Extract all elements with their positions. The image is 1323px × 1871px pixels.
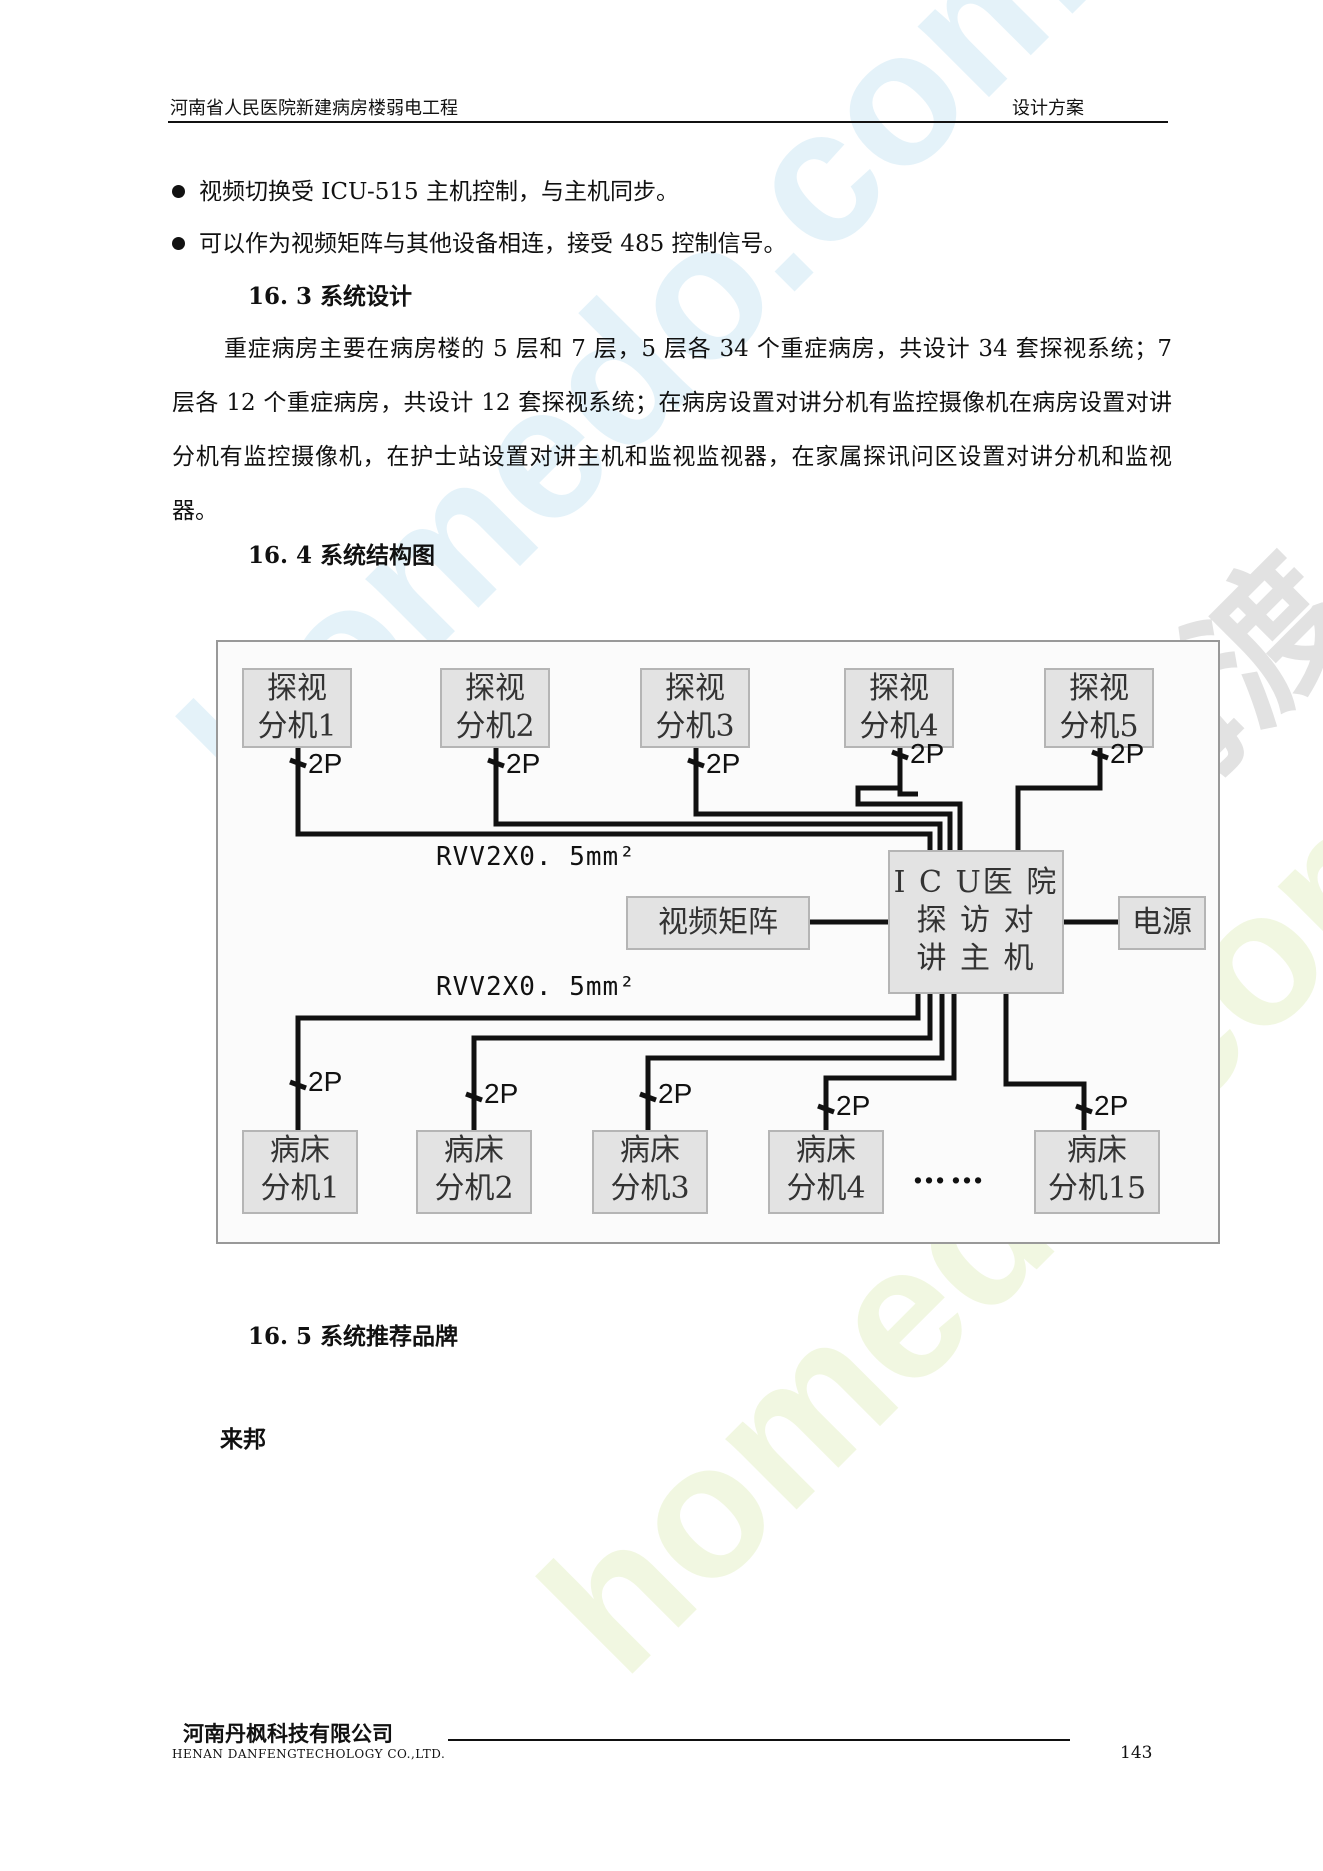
- footer-company-en: HENAN DANFENGTECHOLOGY CO.,LTD.: [172, 1747, 446, 1761]
- power-box: 电源: [1118, 896, 1206, 950]
- bullet-text: 可以作为视频矩阵与其他设备相连，接受 485 控制信号。: [199, 231, 787, 257]
- bullet-dot-icon: [172, 184, 185, 198]
- wire-label: 2P: [706, 748, 741, 779]
- footer-company: 河南丹枫科技有限公司: [183, 1722, 393, 1746]
- ellipsis: ……: [912, 1152, 988, 1192]
- wire-label: 2P: [308, 1066, 343, 1097]
- visit-unit-box: 探视分机2: [440, 668, 550, 748]
- bed-unit-box: 病床分机4: [768, 1130, 884, 1214]
- heading-brand: 16. 5 系统推荐品牌: [248, 1323, 459, 1350]
- wire-bed-15: [1003, 988, 1087, 1134]
- system-structure-diagram: 探视分机1 探视分机2 探视分机3 探视分机4 探视分机5 2P 2P 2P 2…: [216, 640, 1220, 1244]
- wire-visit-1: [295, 742, 933, 856]
- footer-divider: [448, 1739, 1070, 1741]
- cable-spec-bottom: RVV2X0. 5mm²: [436, 972, 636, 1002]
- bullet-dot-icon: [172, 236, 185, 250]
- visit-unit-box: 探视分机1: [242, 668, 352, 748]
- wire-label: 2P: [484, 1078, 519, 1109]
- bullet-item: 视频切换受 ICU-515 主机控制，与主机同步。: [172, 172, 679, 206]
- diagram-wires: [289, 742, 1118, 1134]
- visit-unit-box: 探视分机3: [640, 668, 750, 748]
- bed-unit-box: 病床分机3: [592, 1130, 708, 1214]
- wire-visit-3: [693, 742, 953, 856]
- wire-visit-4: [855, 742, 963, 856]
- heading-structure: 16. 4 系统结构图: [248, 542, 436, 569]
- header-section: 设计方案: [1012, 98, 1084, 119]
- brand-name: 来邦: [220, 1426, 266, 1453]
- bed-unit-box: 病床分机15: [1034, 1130, 1160, 1214]
- bullet-item: 可以作为视频矩阵与其他设备相连，接受 485 控制信号。: [172, 224, 787, 258]
- wire-bed-4: [823, 988, 957, 1134]
- wire-label: 2P: [308, 748, 343, 779]
- header-title: 河南省人民医院新建病房楼弱电工程: [170, 98, 458, 119]
- wire-label: 2P: [836, 1090, 871, 1121]
- bullet-text: 视频切换受 ICU-515 主机控制，与主机同步。: [199, 179, 679, 205]
- visit-unit-box: 探视分机5: [1044, 668, 1154, 748]
- wire-visit-5: [1015, 742, 1103, 856]
- wire-visit-4b: [897, 742, 918, 797]
- page-number: 143: [1120, 1743, 1153, 1763]
- wire-visit-2: [493, 742, 943, 856]
- icu-host-box: I C U医 院探 访 对讲 主 机: [888, 850, 1064, 994]
- wire-label: 2P: [658, 1078, 693, 1109]
- wire-label: 2P: [1094, 1090, 1129, 1121]
- visit-unit-box: 探视分机4: [844, 668, 954, 748]
- heading-system-design: 16. 3 系统设计: [248, 283, 413, 310]
- header-divider: [168, 121, 1168, 123]
- video-matrix-box: 视频矩阵: [626, 896, 810, 950]
- wire-bed-3: [645, 988, 945, 1134]
- bed-unit-box: 病床分机2: [416, 1130, 532, 1214]
- cable-spec-top: RVV2X0. 5mm²: [436, 842, 636, 872]
- wire-bed-1: [295, 988, 921, 1134]
- wire-label: 2P: [910, 738, 945, 769]
- body-paragraph: 重症病房主要在病房楼的 5 层和 7 层，5 层各 34 个重症病房，共设计 3…: [172, 336, 1172, 524]
- wire-label: 2P: [1110, 738, 1145, 769]
- bed-unit-box: 病床分机1: [242, 1130, 358, 1214]
- wire-label: 2P: [506, 748, 541, 779]
- wire-bed-2: [471, 988, 933, 1134]
